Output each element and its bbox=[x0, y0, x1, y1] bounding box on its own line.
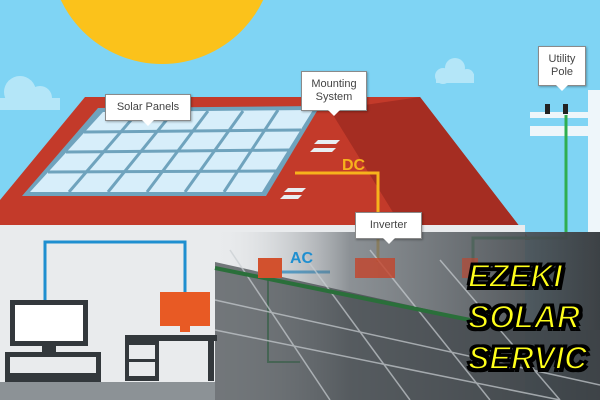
dc-label: DC bbox=[342, 157, 366, 174]
sun bbox=[60, 0, 264, 64]
solar-panel bbox=[22, 106, 320, 196]
cloud-icon bbox=[0, 58, 474, 110]
meter-box bbox=[462, 258, 478, 278]
computer bbox=[125, 292, 217, 381]
brand-line-2: SOLAR bbox=[467, 298, 581, 336]
solar-panels-label: Solar Panels bbox=[105, 94, 191, 126]
brand-line-1: EZEKI bbox=[467, 257, 563, 295]
ac-label: AC bbox=[290, 250, 314, 267]
inverter-box bbox=[355, 258, 395, 278]
ground bbox=[0, 382, 215, 400]
mounting-rails bbox=[280, 140, 340, 199]
utility-pole-label: Utility Pole bbox=[538, 46, 586, 91]
roof-side bbox=[330, 97, 530, 240]
brand-line-3: SERVIC bbox=[467, 339, 588, 377]
television bbox=[5, 300, 101, 382]
mounting-system-label: Mounting System bbox=[301, 71, 367, 116]
ac-wire bbox=[43, 240, 187, 300]
inverter-label: Inverter bbox=[355, 212, 422, 244]
inverter-box bbox=[258, 258, 282, 278]
